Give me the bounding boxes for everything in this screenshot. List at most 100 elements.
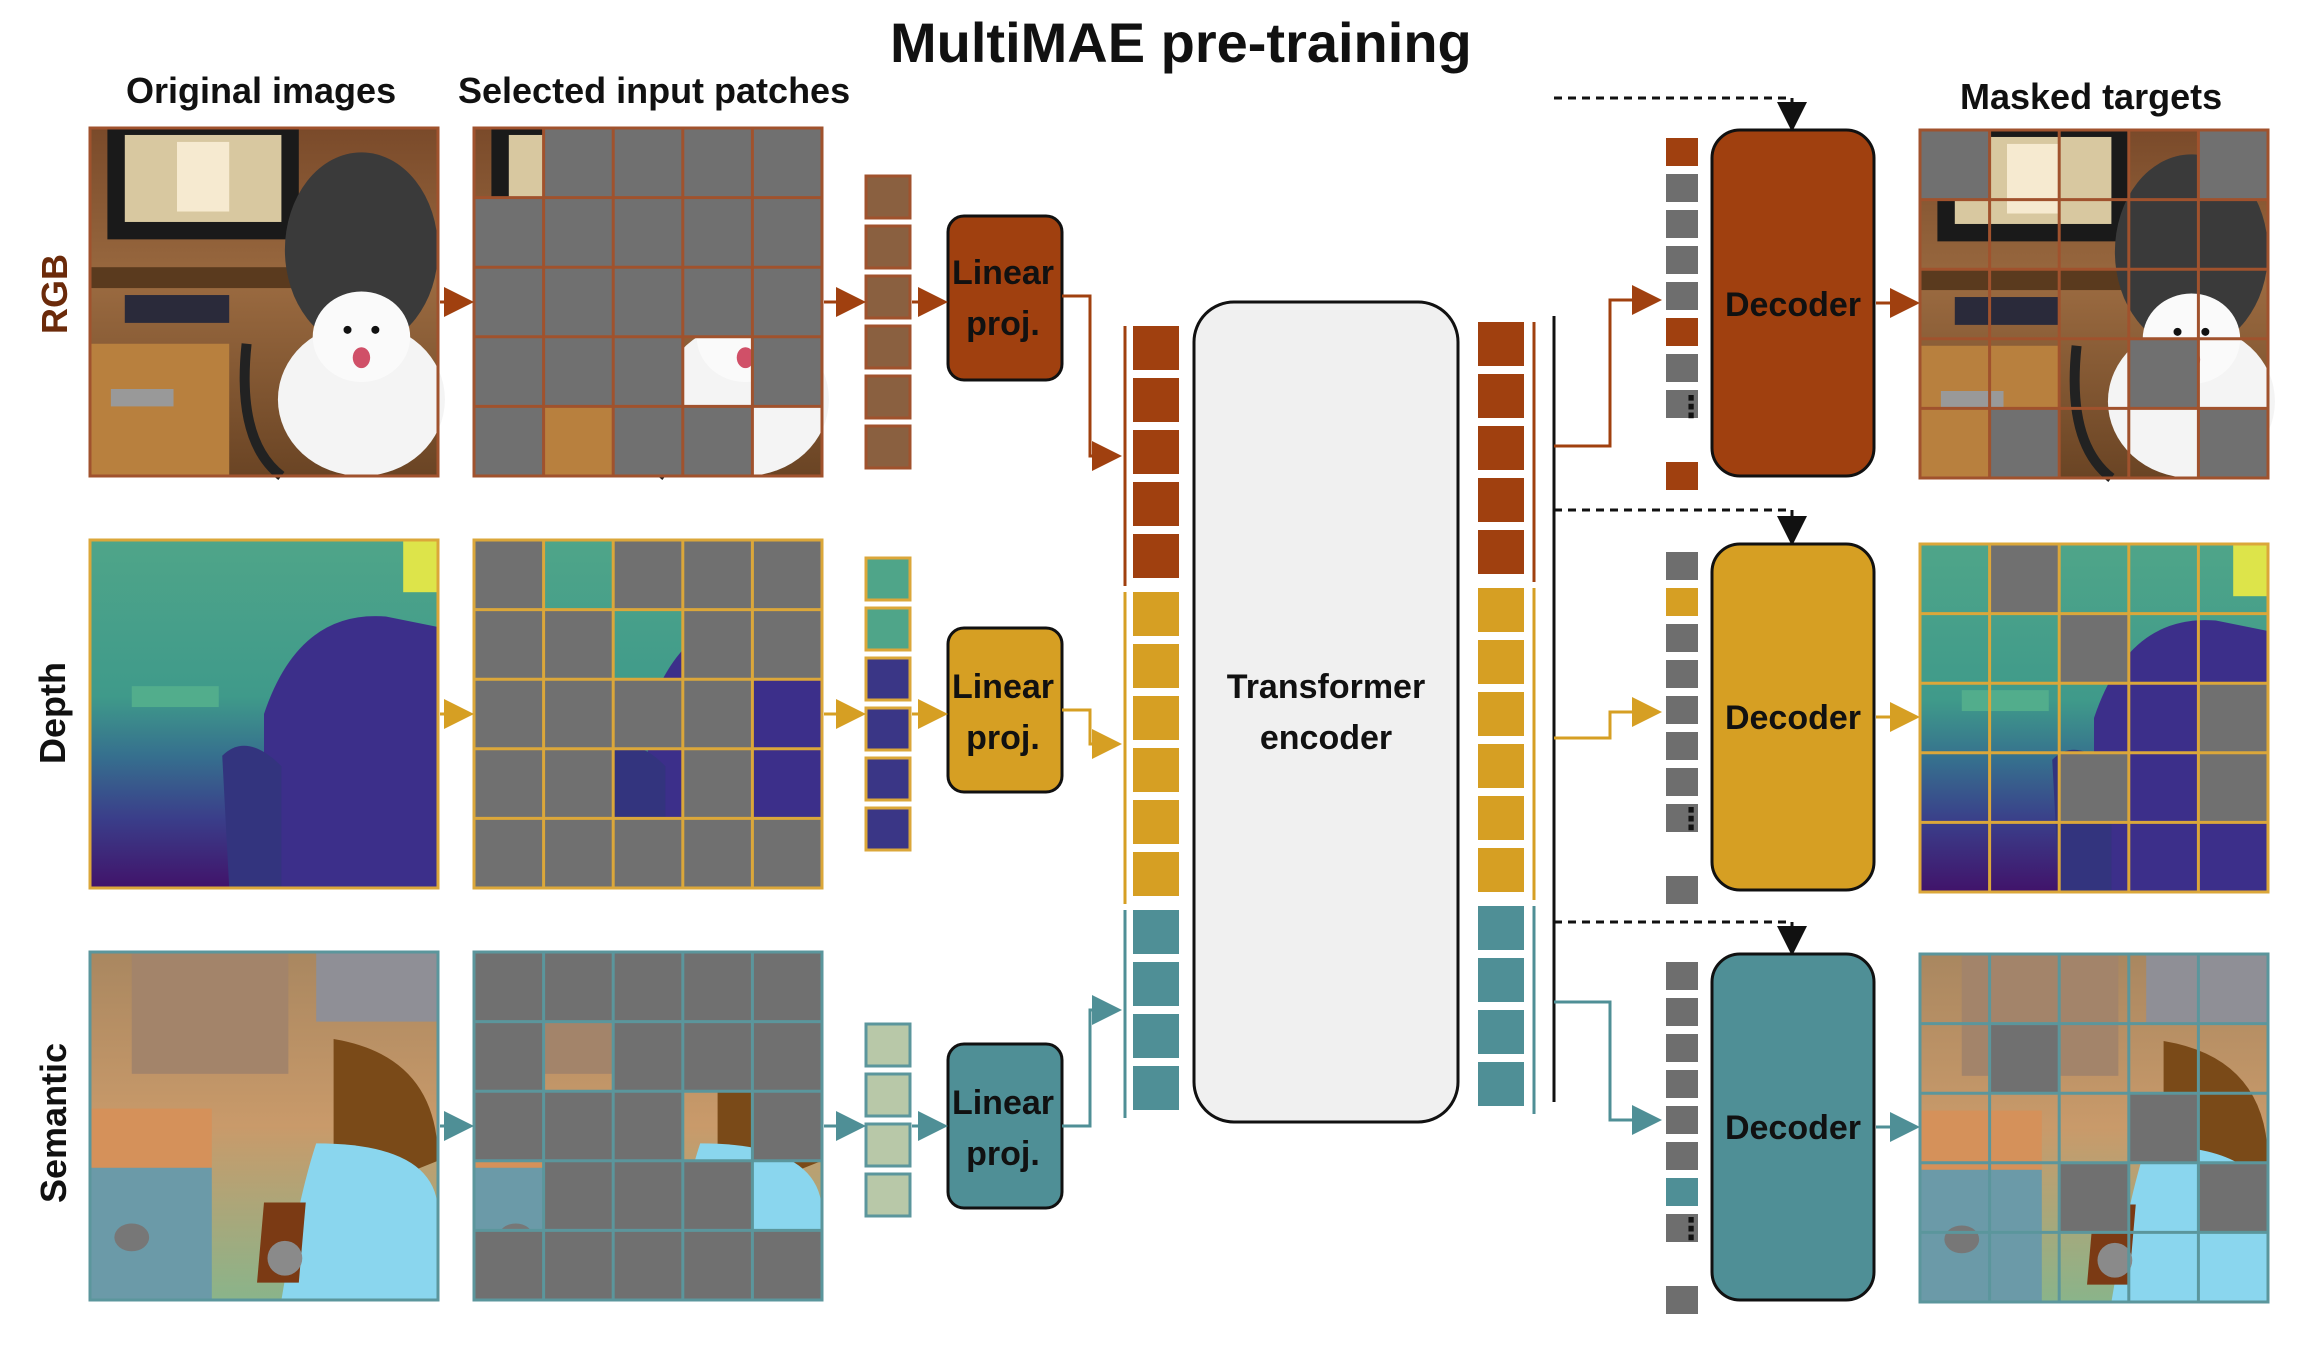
column-masked-targets: Masked targets: [1960, 76, 2223, 117]
output-token-0: [1478, 374, 1524, 418]
depth-selected-mask: [474, 609, 544, 680]
encoder-line2: encoder: [1259, 719, 1393, 757]
semantic-dashed-feedback: [1554, 920, 1807, 956]
depth-selected-mask: [752, 609, 822, 680]
depth-selected-mask: [474, 748, 544, 819]
depth-target-shelf: [1961, 690, 2049, 712]
row-label-rgb: RGB: [34, 254, 75, 334]
rgb-original-dog-eye-l: [343, 325, 352, 334]
rgb-target-mask: [2128, 338, 2199, 409]
depth-original-far: [403, 540, 438, 593]
output-token-1: [1478, 796, 1524, 840]
depth-target-grid-frame: [1918, 542, 2270, 894]
semantic-decoder: [1710, 952, 1876, 1302]
depth-decoder-token: [1666, 624, 1698, 652]
column-original-images: Original images: [126, 70, 397, 111]
semantic-original-frame: [88, 950, 440, 1302]
depth-selected-mask: [613, 540, 683, 610]
linear-proj-depth-line1: Linear: [951, 668, 1055, 706]
rgb-original-tv-glow: [177, 141, 230, 212]
depth-target-mask: [2059, 613, 2129, 684]
decoder-depth-label: Decoder: [1724, 699, 1862, 737]
depth-target-mask: [1989, 544, 2060, 614]
rgb-linear-proj: [946, 214, 1064, 382]
depth-selected-mask: [613, 679, 683, 749]
input-token-1: [1133, 800, 1179, 844]
input-token-0: [1133, 326, 1179, 370]
linear-proj-rgb-line2: proj.: [966, 305, 1040, 343]
rgb-selected-mask: [682, 197, 753, 268]
semantic-selected-mask: [543, 1230, 614, 1300]
output-token-1: [1478, 588, 1524, 632]
semantic-original-remote: [114, 1223, 150, 1252]
rgb-original-dog-eye-r: [371, 325, 380, 334]
depth-selected-grid-frame: [472, 538, 824, 890]
input-token-0: [1133, 378, 1179, 422]
semantic-selected-mask: [474, 1021, 544, 1092]
semantic-selected-mask: [613, 1160, 683, 1231]
depth-decoder-token: [1666, 588, 1698, 616]
depth-selected-mask: [543, 748, 614, 819]
semantic-target-mask: [1989, 1023, 2060, 1094]
output-token-1: [1478, 640, 1524, 684]
rgb-decoder-token: [1666, 138, 1698, 166]
rgb-selected-mask: [474, 267, 544, 337]
rgb-selected-mask: [613, 406, 683, 476]
semantic-selected-mask: [752, 952, 822, 1022]
rgb-target-mask: [2198, 130, 2268, 200]
rgb-decoder-token: [1666, 354, 1698, 382]
rgb-selected-dog-tongue: [736, 347, 755, 369]
output-token-0: [1478, 478, 1524, 522]
semantic-selected-mask: [613, 1230, 683, 1300]
semantic-decoder-token: [1666, 1034, 1698, 1062]
depth-dashed-feedback: [1554, 508, 1807, 546]
semantic-selected-mask: [613, 952, 683, 1022]
depth-patch-token: [864, 706, 912, 752]
depth-selected-mask: [682, 609, 753, 680]
semantic-decoder-token: [1666, 1142, 1698, 1170]
rgb-selected-mask: [752, 267, 822, 337]
output-token-2: [1478, 906, 1524, 950]
semantic-selected-mask: [543, 952, 614, 1022]
rgb-decoder-token: [1666, 174, 1698, 202]
depth-target-mask: [2198, 683, 2268, 753]
input-token-2: [1133, 1014, 1179, 1058]
diagram-title: MultiMAE pre-training: [890, 11, 1472, 74]
semantic-target-grid-frame: [1918, 952, 2270, 1304]
rgb-selected-mask: [474, 336, 544, 407]
rgb-original-chair: [284, 152, 438, 348]
rgb-selected-mask: [543, 197, 614, 268]
rgb-selected-mask: [752, 128, 822, 198]
semantic-patch-token: [864, 1122, 912, 1168]
row-label-semantic: Semantic: [33, 1042, 74, 1203]
rgb-decoder-token: [1666, 462, 1698, 490]
semantic-decoder-token: [1666, 1286, 1698, 1314]
semantic-decoder-token: [1666, 1178, 1698, 1206]
rgb-original-books: [124, 295, 230, 323]
output-token-2: [1478, 1010, 1524, 1054]
semantic-original-table: [90, 1167, 212, 1300]
rgb-original-table: [90, 343, 230, 476]
semantic-target-table: [1920, 1169, 2042, 1302]
linear-proj-semantic-line2: proj.: [966, 1135, 1040, 1173]
input-token-1: [1133, 696, 1179, 740]
depth-decoder-token: [1666, 768, 1698, 796]
depth-decoder-token: [1666, 876, 1698, 904]
linear-proj-rgb-line1: Linear: [951, 254, 1055, 292]
semantic-selected-mask: [613, 1091, 683, 1161]
semantic-patch-token: [864, 1022, 912, 1068]
linear-proj-depth-line2: proj.: [966, 719, 1040, 757]
semantic-original-pillow: [267, 1240, 303, 1276]
input-token-1: [1133, 592, 1179, 636]
depth-decoder: [1710, 542, 1876, 892]
lp-to-encoder-1: [1062, 708, 1122, 759]
output-token-1: [1478, 692, 1524, 736]
semantic-target-pillow: [2097, 1242, 2133, 1278]
semantic-selected-mask: [752, 1021, 822, 1092]
depth-target-mask: [2198, 752, 2268, 823]
semantic-selected-mask: [682, 952, 753, 1022]
rgb-original-dog-tongue: [352, 347, 371, 369]
rgb-target-remote: [1940, 391, 2004, 409]
rgb-selected-mask: [682, 406, 753, 476]
row-label-depth: Depth: [32, 662, 73, 764]
